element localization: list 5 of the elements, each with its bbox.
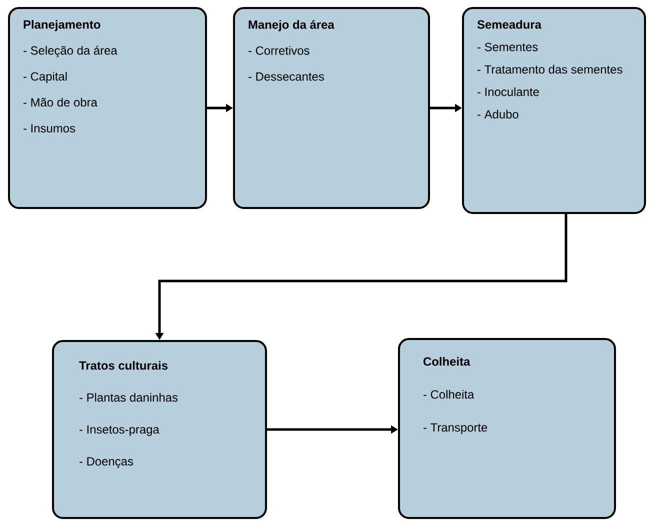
process-box: Planejamento - Seleção da área - Capital - Mão de obra - Insumos xyxy=(8,7,207,209)
process-box: Tratos culturais - Plantas daninhas - Insetos-praga - Doenças xyxy=(52,340,267,519)
process-box: Colheita - Colheita - Transporte xyxy=(398,338,616,519)
process-box: Semeadura - Sementes - Tratamento das sementes - Inoculante - Adubo xyxy=(462,7,646,214)
process-box: Manejo da área - Corretivos - Dessecantes xyxy=(233,7,430,209)
